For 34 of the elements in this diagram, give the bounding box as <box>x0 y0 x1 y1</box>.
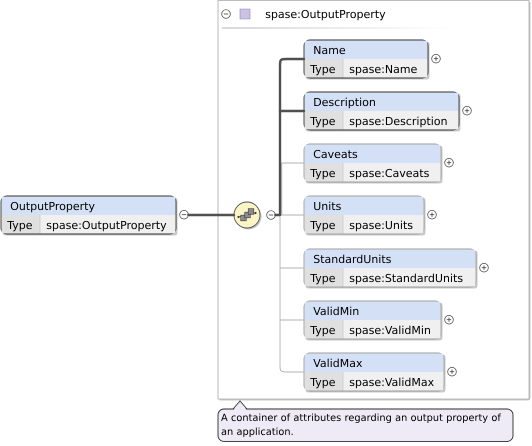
type-label: Type <box>304 268 343 286</box>
type-label: Type <box>304 215 343 234</box>
type-value: spase:ValidMax <box>342 372 444 391</box>
connector <box>187 214 236 216</box>
element-name: StandardUnits <box>304 250 476 268</box>
element-name: Name <box>304 40 428 59</box>
type-value: spase:Caveats <box>342 162 440 182</box>
type-value: spase:Description <box>342 110 458 130</box>
connector <box>281 162 304 216</box>
type-value: spase:OutputProperty <box>40 214 176 234</box>
type-label: Type <box>304 163 343 182</box>
type-value: spase:Units <box>342 214 424 234</box>
tooltip-callout: A container of attributes regarding an output property of an application. <box>218 400 514 442</box>
type-value: spase:Name <box>342 58 428 78</box>
element-name: Units <box>304 196 424 215</box>
connector <box>278 58 306 112</box>
type-value: spase:ValidMin <box>342 320 440 339</box>
type-label: Type <box>304 372 343 390</box>
connector <box>278 110 306 112</box>
element-name: Caveats <box>304 144 440 163</box>
container-title: spase:OutputProperty <box>266 10 386 20</box>
type-label: Type <box>304 59 343 78</box>
type-label: Type <box>304 111 343 130</box>
connector <box>274 214 282 216</box>
element-name: ValidMax <box>304 354 444 372</box>
element-name: OutputProperty <box>2 196 176 215</box>
connector <box>280 214 304 216</box>
connector <box>280 320 304 372</box>
type-label: Type <box>304 320 343 338</box>
type-value: spase:StandardUnits <box>342 268 476 287</box>
connector <box>278 110 282 216</box>
element-name: Description <box>304 92 458 111</box>
element-name: ValidMin <box>304 302 440 320</box>
type-label: Type <box>2 215 40 234</box>
